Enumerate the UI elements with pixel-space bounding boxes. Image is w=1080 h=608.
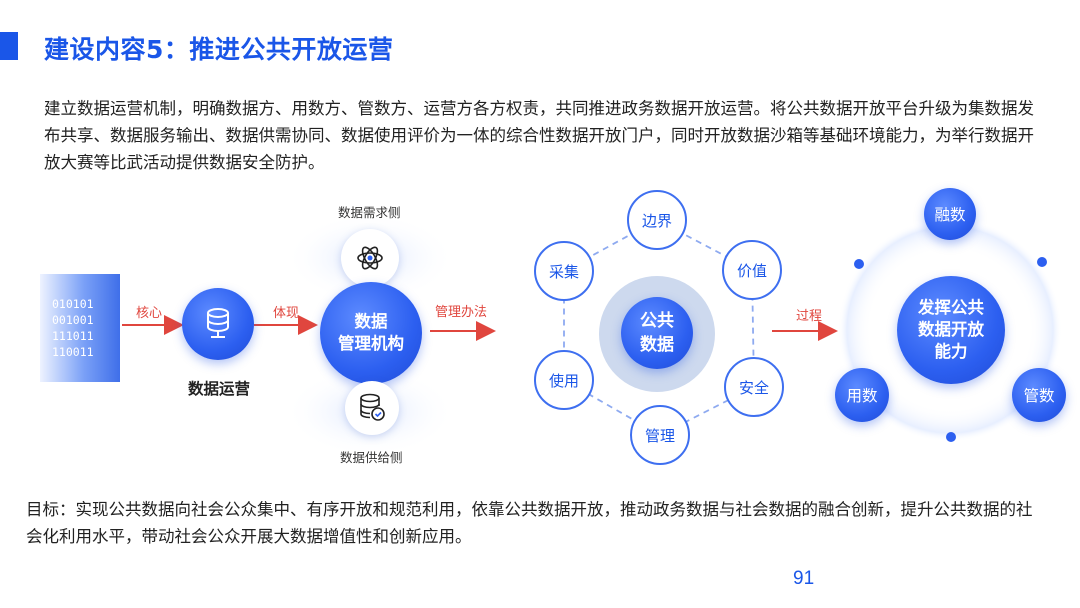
center-line2: 数据 bbox=[640, 335, 674, 355]
atom-icon bbox=[357, 246, 383, 270]
orbit-dot bbox=[854, 259, 864, 269]
database-check-icon bbox=[360, 393, 385, 421]
data-ops-node bbox=[182, 288, 254, 360]
capability-center-node: 发挥公共 数据开放 能力 bbox=[897, 276, 1005, 384]
binary-data-block: 010101 001001 111011 110011 bbox=[40, 274, 120, 382]
node-collection: 采集 bbox=[534, 241, 594, 301]
data-management-agency-node: 数据 管理机构 bbox=[320, 282, 422, 384]
mgmt-line2: 管理机构 bbox=[338, 334, 404, 353]
goal-paragraph: 目标：实现公共数据向社会公众集中、有序开放和规范利用，依靠公共数据开放，推动政务… bbox=[26, 500, 1033, 546]
binary-lines: 010101 001001 111011 110011 bbox=[52, 297, 94, 359]
node-security: 安全 bbox=[724, 357, 784, 417]
arrow-label-core: 核心 bbox=[136, 306, 163, 321]
page-number: 91 bbox=[793, 568, 815, 589]
arrow-label-process: 过程 bbox=[796, 309, 823, 324]
database-icon bbox=[207, 308, 229, 338]
center-line1: 公共 bbox=[640, 311, 674, 331]
data-ops-label: 数据运营 bbox=[188, 380, 251, 398]
supply-side-node bbox=[345, 381, 399, 435]
intro-paragraph: 建立数据运营机制，明确数据方、用数方、管数方、运营方各方权责，共同推进政务数据开… bbox=[44, 99, 1034, 172]
right-line3: 能力 bbox=[934, 342, 968, 361]
node-value: 价值 bbox=[722, 240, 782, 300]
mgmt-line1: 数据 bbox=[354, 312, 388, 331]
page-title: 建设内容5：推进公共开放运营 bbox=[44, 35, 394, 64]
right-line2: 数据开放 bbox=[918, 320, 984, 339]
satellite-use-data: 用数 bbox=[835, 368, 889, 422]
orbit-dot bbox=[1037, 257, 1047, 267]
arrow-label-reflect: 体现 bbox=[273, 306, 300, 321]
node-usage: 使用 bbox=[534, 350, 594, 410]
public-data-center-node: 公共 数据 bbox=[621, 297, 693, 369]
demand-side-label: 数据需求侧 bbox=[338, 205, 401, 220]
satellite-manage-data: 管数 bbox=[1012, 368, 1066, 422]
supply-side-label: 数据供给侧 bbox=[340, 450, 403, 465]
demand-side-node bbox=[341, 229, 399, 287]
node-boundary: 边界 bbox=[627, 190, 687, 250]
arrow-label-method: 管理办法 bbox=[435, 305, 488, 320]
title-accent-bar bbox=[0, 32, 18, 60]
orbit-dot bbox=[946, 432, 956, 442]
satellite-fuse-data: 融数 bbox=[924, 188, 976, 240]
node-management: 管理 bbox=[630, 405, 690, 465]
right-line1: 发挥公共 bbox=[918, 298, 984, 317]
